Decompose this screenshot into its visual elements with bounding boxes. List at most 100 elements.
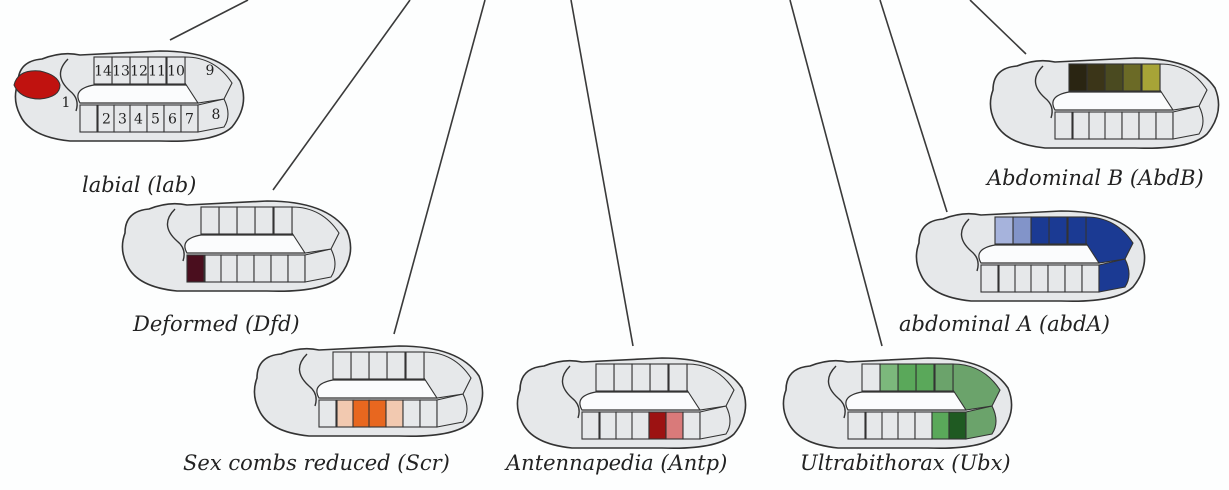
- segment-14: [596, 364, 614, 391]
- segment-11: [1049, 217, 1067, 244]
- segment-14: [333, 352, 351, 379]
- segment-5: [915, 412, 932, 439]
- segment-11: [255, 207, 273, 234]
- embryo-abda: [916, 211, 1144, 301]
- segment-6: [403, 400, 420, 427]
- segment-1: [187, 255, 204, 282]
- label-scr: Sex combs reduced (Scr): [183, 451, 450, 475]
- segment-2: [866, 412, 883, 439]
- label-ubx: Ultrabithorax (Ubx): [800, 451, 1011, 475]
- segment-3: [616, 412, 633, 439]
- segment-1: [582, 412, 599, 439]
- germ-band-opening: [317, 380, 437, 398]
- segment-3: [1015, 265, 1032, 292]
- connector-line-antp: [571, 0, 633, 346]
- segment-number: 4: [134, 112, 143, 128]
- segment-number: 14: [94, 64, 112, 80]
- segment-13: [614, 364, 632, 391]
- segment-12: [632, 364, 650, 391]
- segment-2: [337, 400, 354, 427]
- segment-3: [353, 400, 370, 427]
- segment-10: [1142, 64, 1160, 91]
- segment-14: [201, 207, 219, 234]
- segment-5: [1048, 265, 1065, 292]
- segment-2: [205, 255, 222, 282]
- segment-number: 1: [62, 95, 71, 111]
- segment-number: 11: [148, 64, 166, 80]
- segment-8: [966, 406, 996, 439]
- segment-13: [1087, 64, 1105, 91]
- segment-10: [1068, 217, 1086, 244]
- embryo-dfd: [122, 201, 350, 291]
- segment-number: 7: [185, 112, 194, 128]
- label-antp: Antennapedia (Antp): [504, 451, 727, 475]
- germ-band-opening: [979, 245, 1099, 263]
- label-lab: labial (lab): [82, 173, 196, 197]
- segment-4: [1105, 112, 1122, 139]
- connector-line-dfd: [273, 0, 410, 190]
- segment-10: [669, 364, 687, 391]
- segment-12: [1105, 64, 1123, 91]
- segment-6: [932, 412, 949, 439]
- segment-5: [649, 412, 666, 439]
- segment-7: [683, 412, 700, 439]
- segment-8: [700, 406, 730, 439]
- segment-2: [999, 265, 1016, 292]
- segment-11: [387, 352, 405, 379]
- segment-12: [1031, 217, 1049, 244]
- segment-6: [1139, 112, 1156, 139]
- segment-number: 5: [151, 112, 160, 128]
- segment-4: [632, 412, 649, 439]
- segment-8: [1099, 259, 1129, 292]
- segment-1: [1055, 112, 1072, 139]
- germ-band-opening: [185, 235, 305, 253]
- germ-band-opening: [580, 392, 700, 410]
- segment-2: [1073, 112, 1090, 139]
- segment-4: [237, 255, 254, 282]
- segment-5: [1122, 112, 1139, 139]
- segment-8: [305, 249, 335, 282]
- segment-10: [935, 364, 953, 391]
- segment-13: [351, 352, 369, 379]
- segment-11: [650, 364, 668, 391]
- segment-5: [254, 255, 271, 282]
- segment-number: 3: [118, 112, 127, 128]
- segment-5: [386, 400, 403, 427]
- segment-7: [288, 255, 305, 282]
- segment-7: [949, 412, 966, 439]
- segment-3: [221, 255, 238, 282]
- segment-1: [848, 412, 865, 439]
- connector-line-abdb: [970, 0, 1026, 54]
- segment-12: [237, 207, 255, 234]
- connector-line-scr: [394, 0, 485, 334]
- segment-8: [437, 394, 467, 427]
- segment-6: [271, 255, 288, 282]
- germ-band-opening: [78, 85, 198, 103]
- segment-14: [862, 364, 880, 391]
- segment-2: [600, 412, 617, 439]
- segment-13: [219, 207, 237, 234]
- segment-4: [369, 400, 386, 427]
- segment-7: [1082, 265, 1099, 292]
- germ-band-opening: [846, 392, 966, 410]
- segment-11: [916, 364, 934, 391]
- segment-14: [995, 217, 1013, 244]
- segment-12: [369, 352, 387, 379]
- segment-4: [898, 412, 915, 439]
- segment-number: 6: [168, 112, 177, 128]
- embryo-abdb: [990, 58, 1218, 148]
- segment-number: 12: [130, 64, 148, 80]
- segment-7: [420, 400, 437, 427]
- segment-3: [882, 412, 899, 439]
- segment-13: [1013, 217, 1031, 244]
- segment-7: [1156, 112, 1173, 139]
- embryo-antp: [517, 358, 745, 448]
- embryo-scr: [254, 346, 482, 436]
- connector-lines: [170, 0, 1026, 346]
- segment-number: 2: [102, 112, 111, 128]
- embryo-ubx: [783, 358, 1011, 448]
- segment-10: [406, 352, 424, 379]
- segment-number: 8: [212, 107, 221, 123]
- segment-14: [1069, 64, 1087, 91]
